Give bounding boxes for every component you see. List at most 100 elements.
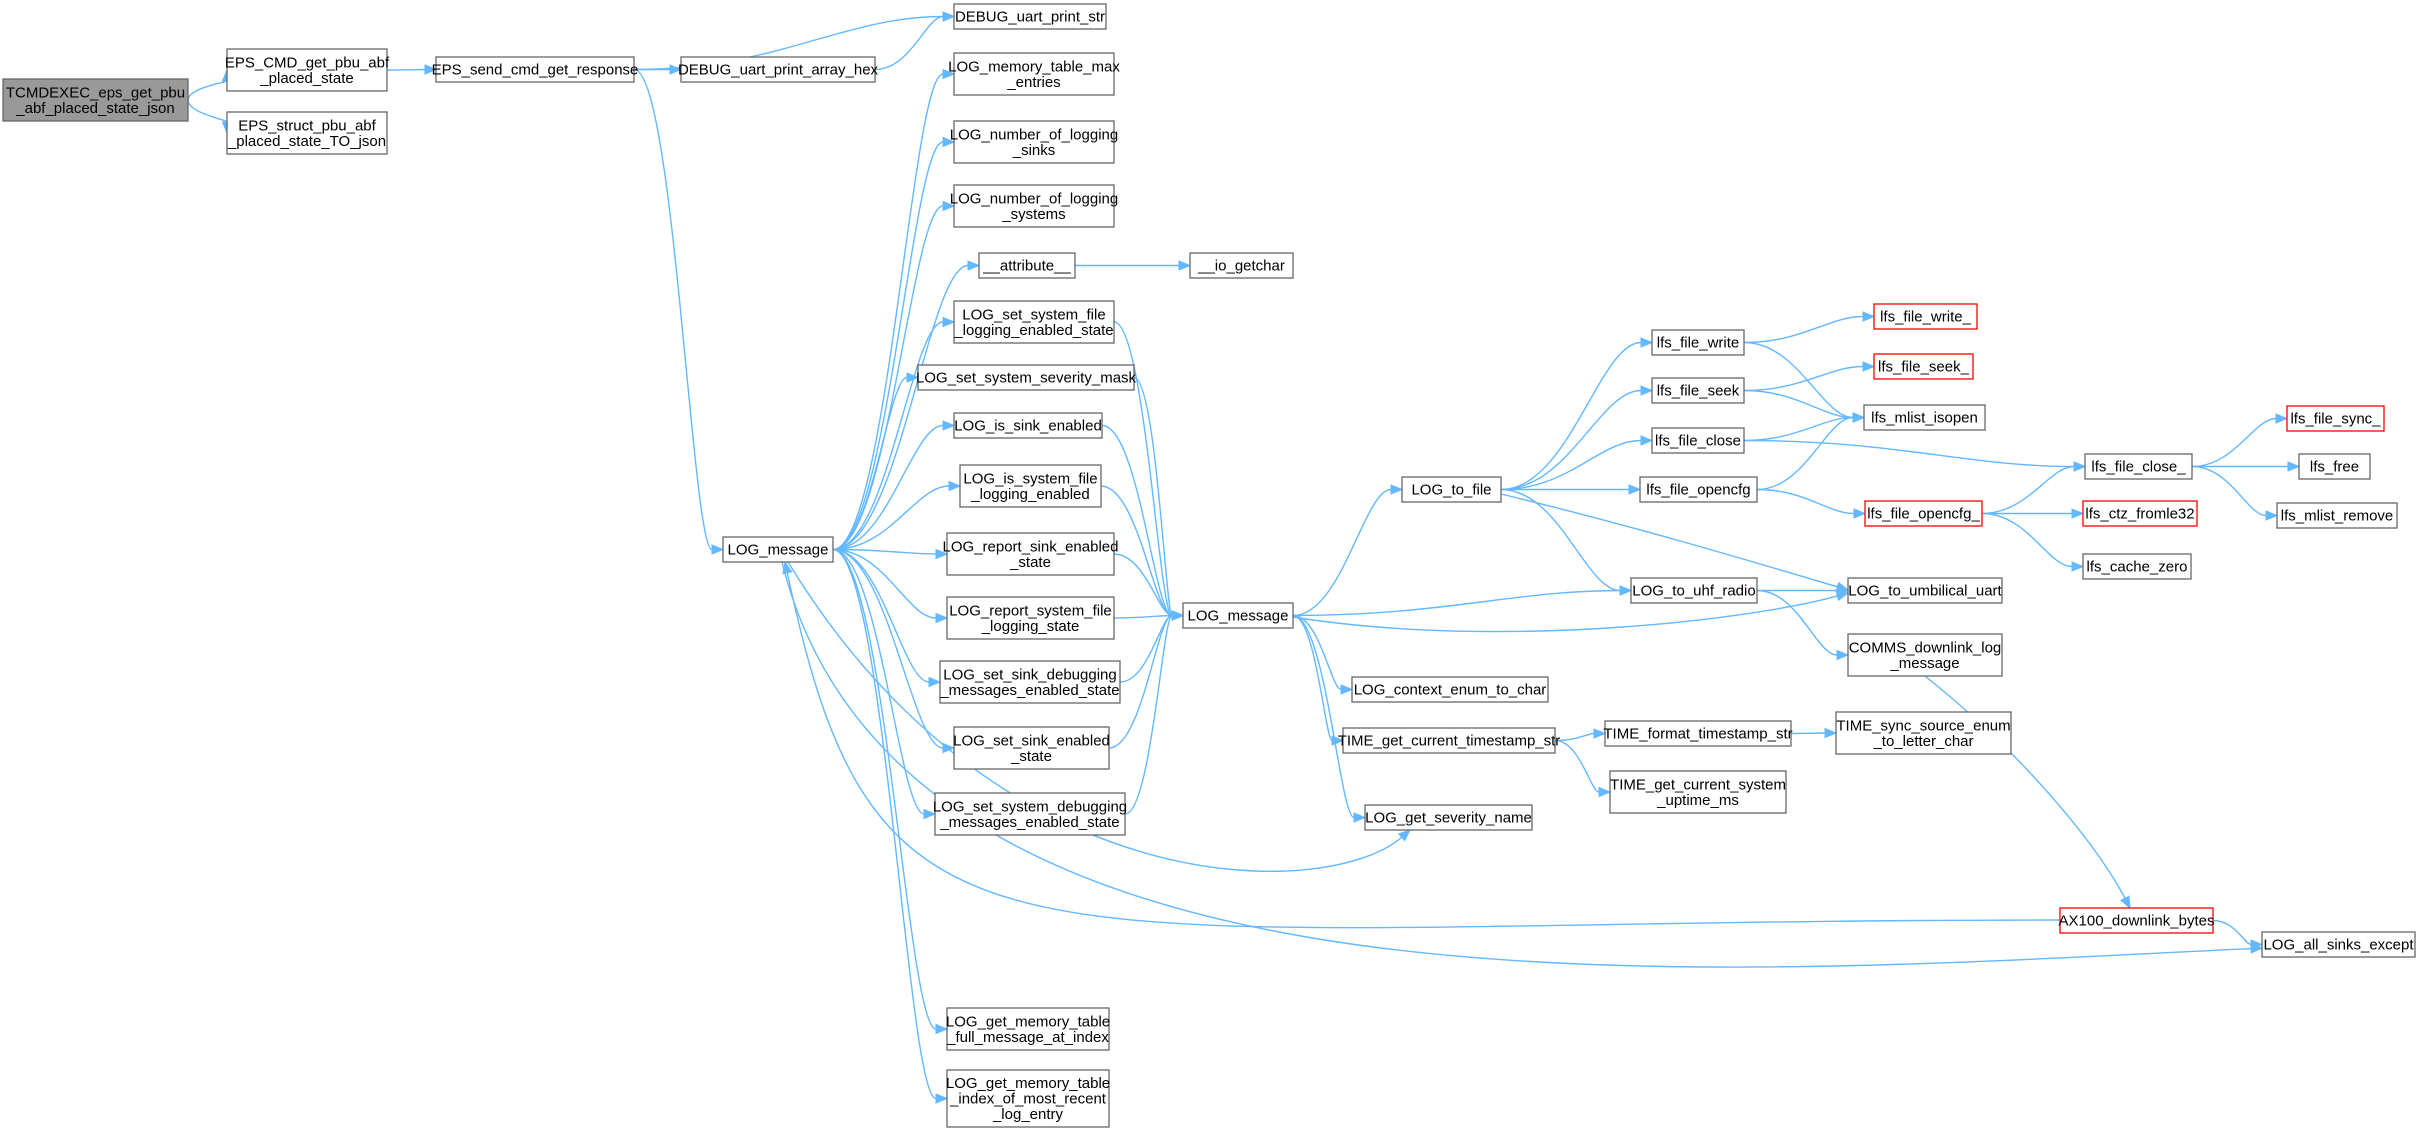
node-label-line: LOG_number_of_logging xyxy=(950,126,1118,143)
node-label-line: LOG_report_system_file xyxy=(949,602,1112,619)
node-logmsg1[interactable]: LOG_message xyxy=(722,536,834,563)
node-fsync[interactable]: lfs_file_sync_ xyxy=(2286,405,2385,432)
edge-logmsg1-to-setsysfile xyxy=(832,316,956,551)
node-free[interactable]: lfs_free xyxy=(2298,453,2371,480)
node-setsink[interactable]: LOG_set_sink_enabled_state xyxy=(953,726,1110,770)
node-numsys[interactable]: LOG_number_of_logging_systems xyxy=(950,184,1118,228)
node-attr[interactable]: __attribute__ xyxy=(978,252,1076,279)
node-fclose[interactable]: lfs_file_close xyxy=(1651,427,1745,454)
node-logmsg2[interactable]: LOG_message xyxy=(1182,602,1294,629)
edge-uhf-to-comms xyxy=(1756,589,1850,661)
arrow-head xyxy=(1862,311,1876,322)
node-repsys[interactable]: LOG_report_system_file_logging_state xyxy=(946,596,1115,640)
node-fwrite_[interactable]: lfs_file_write_ xyxy=(1873,303,1978,330)
node-repsink[interactable]: LOG_report_sink_enabled_state xyxy=(943,532,1119,576)
node-syncsrc[interactable]: TIME_sync_source_enum_to_letter_char xyxy=(1835,711,2012,755)
node-sevname[interactable]: LOG_get_severity_name xyxy=(1364,804,1533,831)
edge-line xyxy=(874,15,944,71)
arrow-head xyxy=(1598,786,1612,798)
node-label-line: LOG_get_severity_name xyxy=(1365,810,1532,827)
node-cmd[interactable]: EPS_CMD_get_pbu_abf_placed_state xyxy=(225,48,390,92)
node-dbghex[interactable]: DEBUG_uart_print_array_hex xyxy=(678,56,879,83)
node-box xyxy=(435,56,635,83)
node-numsinks[interactable]: LOG_number_of_logging_sinks xyxy=(950,120,1118,164)
node-issysfile[interactable]: LOG_is_system_file_logging_enabled xyxy=(959,464,1102,508)
arrow-head xyxy=(1640,435,1654,446)
node-root[interactable]: TCMDEXEC_eps_get_pbu_abf_placed_state_js… xyxy=(2,78,189,122)
node-label-line: lfs_ctz_fromle32 xyxy=(2085,506,2194,523)
node-label-line: lfs_mlist_remove xyxy=(2281,508,2394,525)
arrow-head xyxy=(1628,484,1642,495)
node-box xyxy=(1835,711,2012,755)
node-fwrite[interactable]: lfs_file_write xyxy=(1651,329,1745,356)
node-comms[interactable]: COMMS_downlink_log_message xyxy=(1847,633,2003,677)
arrow-head xyxy=(1836,585,1850,596)
node-dbgstr[interactable]: DEBUG_uart_print_str xyxy=(953,3,1107,30)
edge-line xyxy=(1292,614,1333,742)
node-box xyxy=(953,412,1103,439)
node-issink[interactable]: LOG_is_sink_enabled xyxy=(953,412,1103,439)
node-fseek[interactable]: lfs_file_seek xyxy=(1651,377,1745,404)
node-ctx[interactable]: LOG_context_enum_to_char xyxy=(1351,676,1549,703)
node-fclose_[interactable]: lfs_file_close_ xyxy=(2084,453,2193,480)
node-cache[interactable]: lfs_cache_zero xyxy=(2082,553,2192,580)
node-fseek_[interactable]: lfs_file_seek_ xyxy=(1873,353,1974,380)
node-fmtts[interactable]: TIME_format_timestamp_str xyxy=(1603,720,1793,747)
node-getfull[interactable]: LOG_get_memory_table_full_message_at_ind… xyxy=(946,1007,1110,1051)
node-label-line: DEBUG_uart_print_array_hex xyxy=(678,62,879,79)
node-label-line: lfs_free xyxy=(2310,459,2359,476)
node-label-line: _placed_state_TO_json xyxy=(227,133,386,150)
node-ax100[interactable]: AX100_downlink_bytes xyxy=(2059,907,2215,934)
node-box xyxy=(1863,404,1986,431)
node-fopencfg_[interactable]: lfs_file_opencfg_ xyxy=(1864,500,1983,527)
node-setsev[interactable]: LOG_set_system_severity_mask xyxy=(916,364,1137,391)
node-ctz[interactable]: lfs_ctz_fromle32 xyxy=(2082,500,2198,527)
node-umb[interactable]: LOG_to_umbilical_uart xyxy=(1847,577,2003,604)
node-box xyxy=(953,300,1115,344)
node-box xyxy=(1342,727,1556,754)
node-getidx[interactable]: LOG_get_memory_table_index_of_most_recen… xyxy=(946,1069,1110,1128)
edge-logmsg2-to-uhf xyxy=(1292,585,1633,617)
node-getchar[interactable]: __io_getchar xyxy=(1189,252,1294,279)
arrow-head xyxy=(2250,939,2264,950)
edge-line xyxy=(386,68,426,71)
node-ts[interactable]: TIME_get_current_timestamp_str xyxy=(1338,727,1561,754)
arrow-head xyxy=(967,260,981,271)
node-label-line: AX100_downlink_bytes xyxy=(2059,913,2215,930)
node-tofile[interactable]: LOG_to_file xyxy=(1401,476,1502,503)
node-uhf[interactable]: LOG_to_uhf_radio xyxy=(1630,577,1758,604)
node-label-line: LOG_number_of_logging xyxy=(950,190,1118,207)
node-allsinks[interactable]: LOG_all_sinks_except xyxy=(2261,931,2416,958)
node-fopencfg[interactable]: lfs_file_opencfg xyxy=(1639,476,1758,503)
node-label-line: DEBUG_uart_print_str xyxy=(955,9,1105,26)
node-box xyxy=(1873,303,1978,330)
edge-line xyxy=(1292,589,1621,617)
node-setsysfile[interactable]: LOG_set_system_file_logging_enabled_stat… xyxy=(953,300,1115,344)
node-isopen[interactable]: lfs_mlist_isopen xyxy=(1863,404,1986,431)
node-setsinkdbg[interactable]: LOG_set_sink_debugging_messages_enabled_… xyxy=(939,660,1121,704)
edge-line xyxy=(832,548,925,815)
node-uptime[interactable]: TIME_get_current_system_uptime_ms xyxy=(1609,770,1787,814)
edge-logmsg1-to-issysfile xyxy=(832,480,962,551)
node-label-line: _logging_enabled_state xyxy=(953,322,1113,339)
node-struct[interactable]: EPS_struct_pbu_abf_placed_state_TO_json xyxy=(226,111,388,155)
edge-line xyxy=(1113,614,1173,619)
edge-logmsg2-to-ts xyxy=(1292,614,1345,746)
node-memmax[interactable]: LOG_memory_table_max_entries xyxy=(948,52,1120,96)
node-setsysdbg[interactable]: LOG_set_system_debugging_messages_enable… xyxy=(933,792,1127,836)
node-box xyxy=(1604,720,1792,747)
node-box xyxy=(1364,804,1533,831)
node-box xyxy=(226,111,388,155)
node-label-line: lfs_file_write xyxy=(1657,335,1740,352)
node-label-line: EPS_CMD_get_pbu_abf xyxy=(225,54,390,71)
edge-send-to-dbghex xyxy=(634,64,683,75)
node-mremove[interactable]: lfs_mlist_remove xyxy=(2276,502,2398,529)
edge-line xyxy=(832,424,944,551)
node-label-line: TIME_sync_source_enum xyxy=(1836,717,2010,734)
node-label-line: TCMDEXEC_eps_get_pbu xyxy=(6,84,185,101)
node-label-line: _entries xyxy=(1006,74,1060,91)
node-box xyxy=(1639,476,1758,503)
node-box xyxy=(722,536,834,563)
arrow-head xyxy=(1390,484,1404,495)
node-send[interactable]: EPS_send_cmd_get_response xyxy=(432,56,639,83)
